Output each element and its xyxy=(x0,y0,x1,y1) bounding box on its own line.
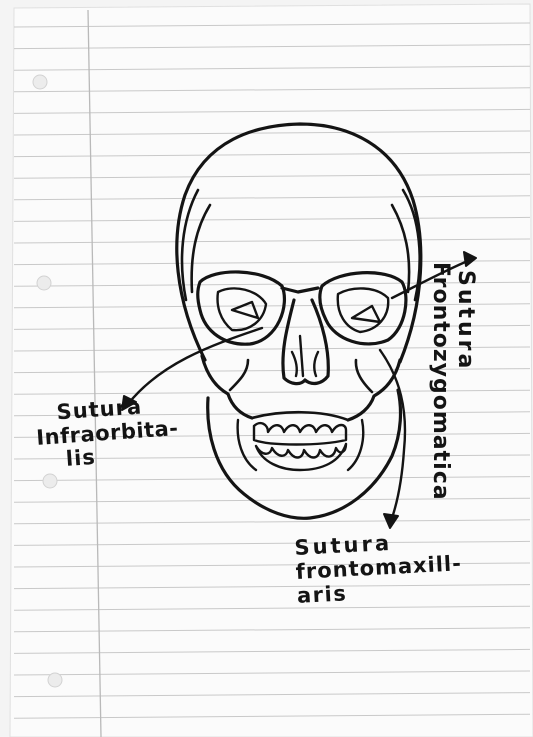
punch-hole-icon xyxy=(37,276,51,290)
label-sutura-frontomaxillaris: Sutura frontomaxill- aris xyxy=(294,526,527,607)
label-sutura-frontozygomatica: Sutura Frontozygomatica xyxy=(429,262,476,501)
label-line: Sutura xyxy=(454,270,476,501)
punch-hole-icon xyxy=(33,75,47,89)
punch-hole-icon xyxy=(48,673,62,687)
label-line: Frontozygomatica xyxy=(429,262,451,501)
label-sutura-infraorbitalis: Sutura Infraorbita- lis xyxy=(34,390,238,472)
punch-hole-icon xyxy=(43,474,57,488)
